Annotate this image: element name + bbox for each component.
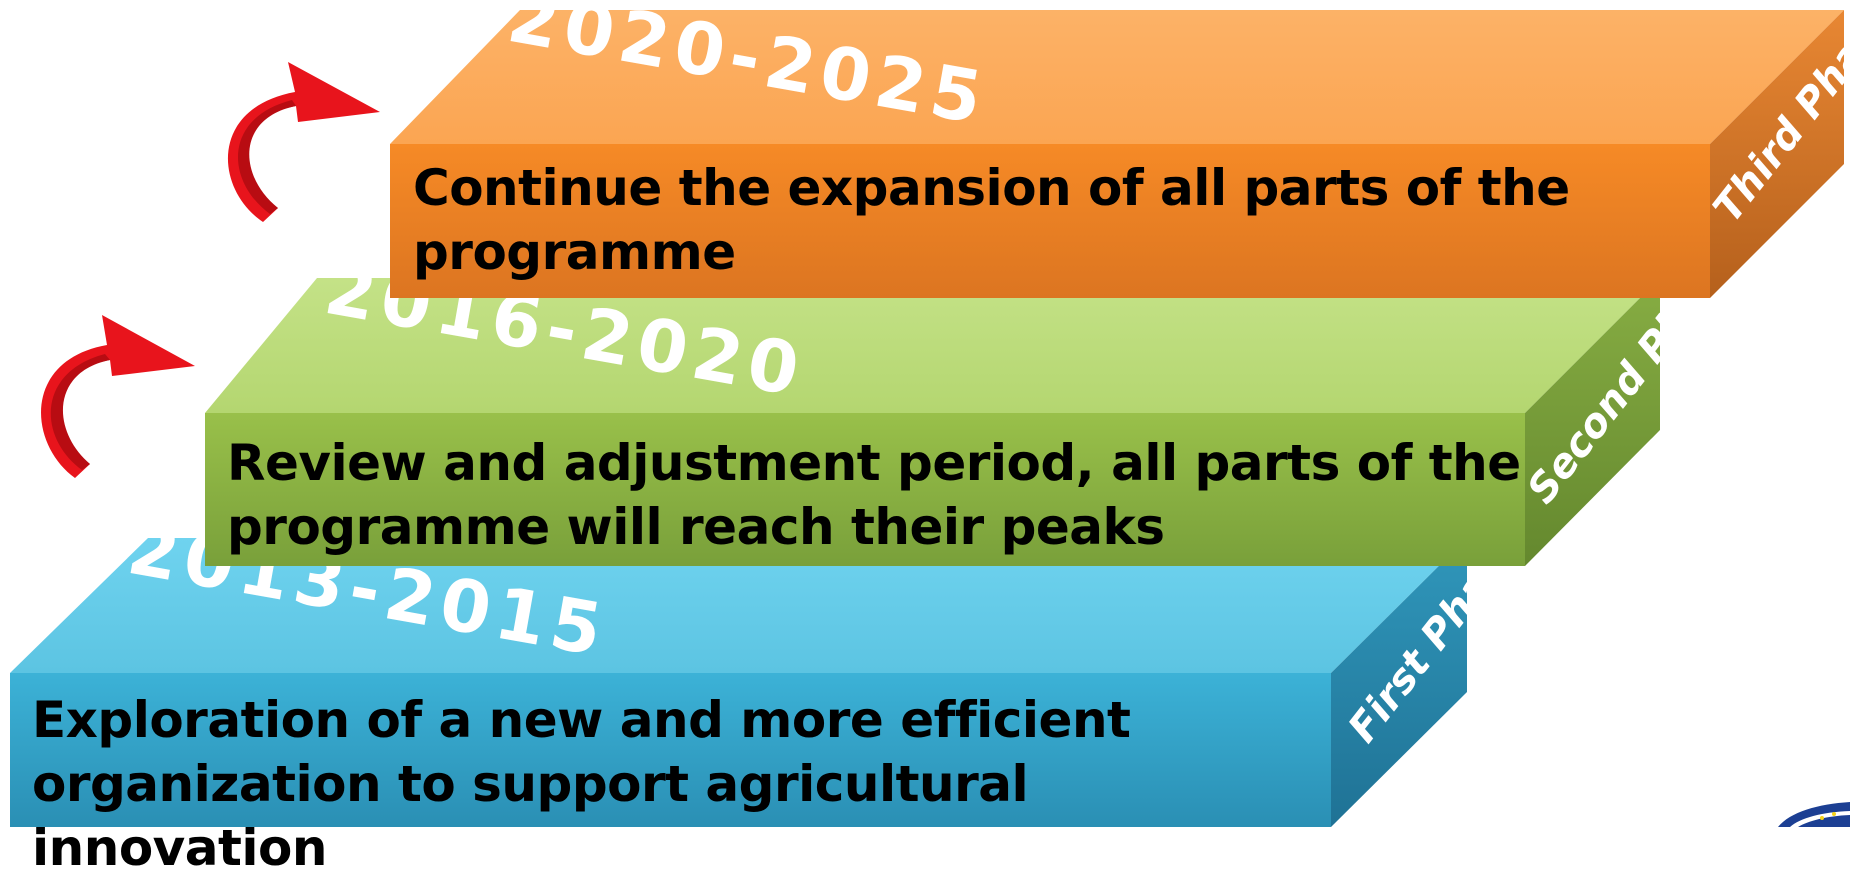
- curved-arrow-icon: [227, 62, 380, 222]
- step-first-description: Exploration of a new and more efficient …: [32, 691, 1131, 877]
- step-second-description: Review and adjustment period, all parts …: [227, 434, 1521, 556]
- step-second-top: [205, 278, 1660, 413]
- logo-icon: [1778, 802, 1850, 827]
- phase-staircase-diagram: 2013-2015 First Phase 2016-2020 Second P…: [10, 0, 1850, 827]
- step-first-front: [10, 673, 1331, 827]
- step-third-front: [390, 144, 1710, 298]
- step-third-description: Continue the expansion of all parts of t…: [413, 159, 1570, 281]
- step-first-side: [1331, 538, 1467, 827]
- step-third-side: [1710, 10, 1844, 298]
- step-second-side: [1525, 278, 1660, 566]
- step-second: 2016-2020 Second Phase: [205, 236, 1748, 566]
- step-third: 2020-2025 Third Phase: [390, 0, 1850, 298]
- step-first-top: [10, 538, 1467, 673]
- step-third-top: [390, 10, 1844, 144]
- step-second-front: [205, 413, 1525, 566]
- curved-arrow-icon: [41, 315, 195, 478]
